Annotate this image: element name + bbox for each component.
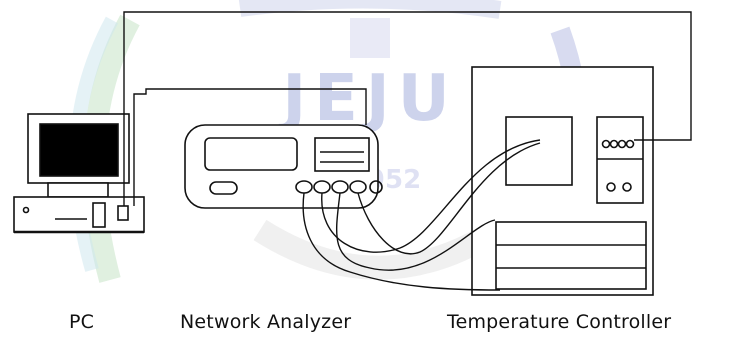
cable-port-1-to-drawer: [302, 192, 501, 291]
watermark-emblem: [350, 18, 390, 58]
cable-pc-to-controller: [123, 11, 692, 206]
network-analyzer-label: Network Analyzer: [180, 311, 352, 333]
storage-drawers: [495, 221, 647, 290]
cable-port-3-loop: [336, 192, 496, 271]
controller-port-3: [617, 139, 627, 149]
controller-port-4: [625, 139, 635, 149]
network-analyzer-keypad: [314, 137, 370, 172]
watermark-top-arc: [238, 0, 502, 19]
controller-knob-1: [606, 182, 616, 192]
controller-port-2: [609, 139, 619, 149]
pc-device: [13, 113, 145, 234]
cable-pc-to-analyzer: [133, 88, 367, 206]
pc-slot-1: [92, 202, 106, 228]
pc-power-led: [22, 206, 30, 214]
pc-monitor-screen: [39, 123, 119, 177]
pc-slot-2: [117, 205, 129, 221]
temperature-controller-label: Temperature Controller: [447, 311, 672, 333]
network-analyzer-port-5: [369, 180, 383, 194]
watermark-gray-swoosh: [253, 219, 486, 280]
network-analyzer-device: [184, 124, 383, 209]
connection-cables: [123, 11, 692, 291]
controller-port-1: [601, 139, 611, 149]
temperature-controller-device: [471, 66, 654, 296]
temperature-controller-cabinet: [471, 66, 654, 296]
controller-knob-2: [622, 182, 632, 192]
network-analyzer-display: [204, 137, 298, 171]
cable-port-2-to-chamber-a: [321, 139, 541, 253]
controller-panel: [596, 116, 644, 204]
watermark-jeju-text: JEJU: [278, 62, 457, 136]
cable-port-4-to-chamber-b: [357, 142, 541, 255]
network-analyzer-button: [209, 181, 238, 195]
pc-monitor-base: [47, 182, 109, 198]
pc-label: PC: [69, 311, 95, 333]
